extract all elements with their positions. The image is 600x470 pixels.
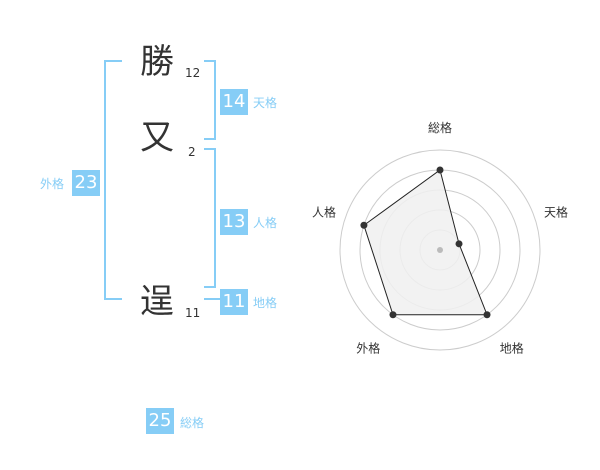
radar-point-3	[483, 311, 491, 319]
radar-point-4	[389, 311, 397, 319]
gaikaku-bracket-vertical	[104, 60, 106, 300]
tenkaku-bracket-vertical	[214, 60, 216, 140]
chikaku-value: 11	[220, 289, 248, 315]
gaikaku-label: 外格	[40, 177, 65, 191]
tenkaku-bracket-bottom	[204, 138, 216, 140]
radar-axis-label-4: 外格	[356, 341, 380, 356]
chikaku-connector	[204, 298, 220, 300]
radar-point-5	[360, 221, 368, 229]
radar-axis-label-2: 天格	[544, 204, 568, 219]
soukaku-value: 25	[146, 408, 174, 434]
jinkaku-bracket-top	[204, 148, 216, 150]
stroke-count-1: 12	[185, 66, 201, 80]
radar-series-area	[363, 169, 488, 316]
name-char-2: 又	[140, 118, 174, 158]
chikaku-label: 地格	[253, 296, 278, 310]
stroke-count-2: 2	[188, 145, 196, 159]
jinkaku-label: 人格	[253, 216, 278, 230]
radar-point-2	[455, 240, 463, 248]
gaikaku-value: 23	[72, 170, 100, 196]
radar-axis-label-3: 地格	[500, 341, 524, 356]
tenkaku-bracket-top	[204, 60, 216, 62]
radar-point-1	[436, 166, 444, 174]
radar-grid-ring	[339, 149, 541, 351]
radar-center-point	[437, 247, 443, 253]
tenkaku-label: 天格	[253, 96, 278, 110]
tenkaku-value: 14	[220, 89, 248, 115]
name-char-3: 逞	[140, 282, 174, 322]
soukaku-label: 総格	[180, 416, 205, 430]
gaikaku-bracket-top	[104, 60, 122, 62]
stroke-count-3: 11	[185, 306, 201, 320]
radar-axis-label-5: 人格	[312, 204, 336, 219]
jinkaku-bracket-vertical	[214, 148, 216, 288]
radar-axis-label-1: 総格	[428, 120, 452, 135]
jinkaku-bracket-bottom	[204, 286, 216, 288]
name-char-1: 勝	[140, 42, 174, 82]
jinkaku-value: 13	[220, 209, 248, 235]
gaikaku-bracket-bottom	[104, 298, 122, 300]
